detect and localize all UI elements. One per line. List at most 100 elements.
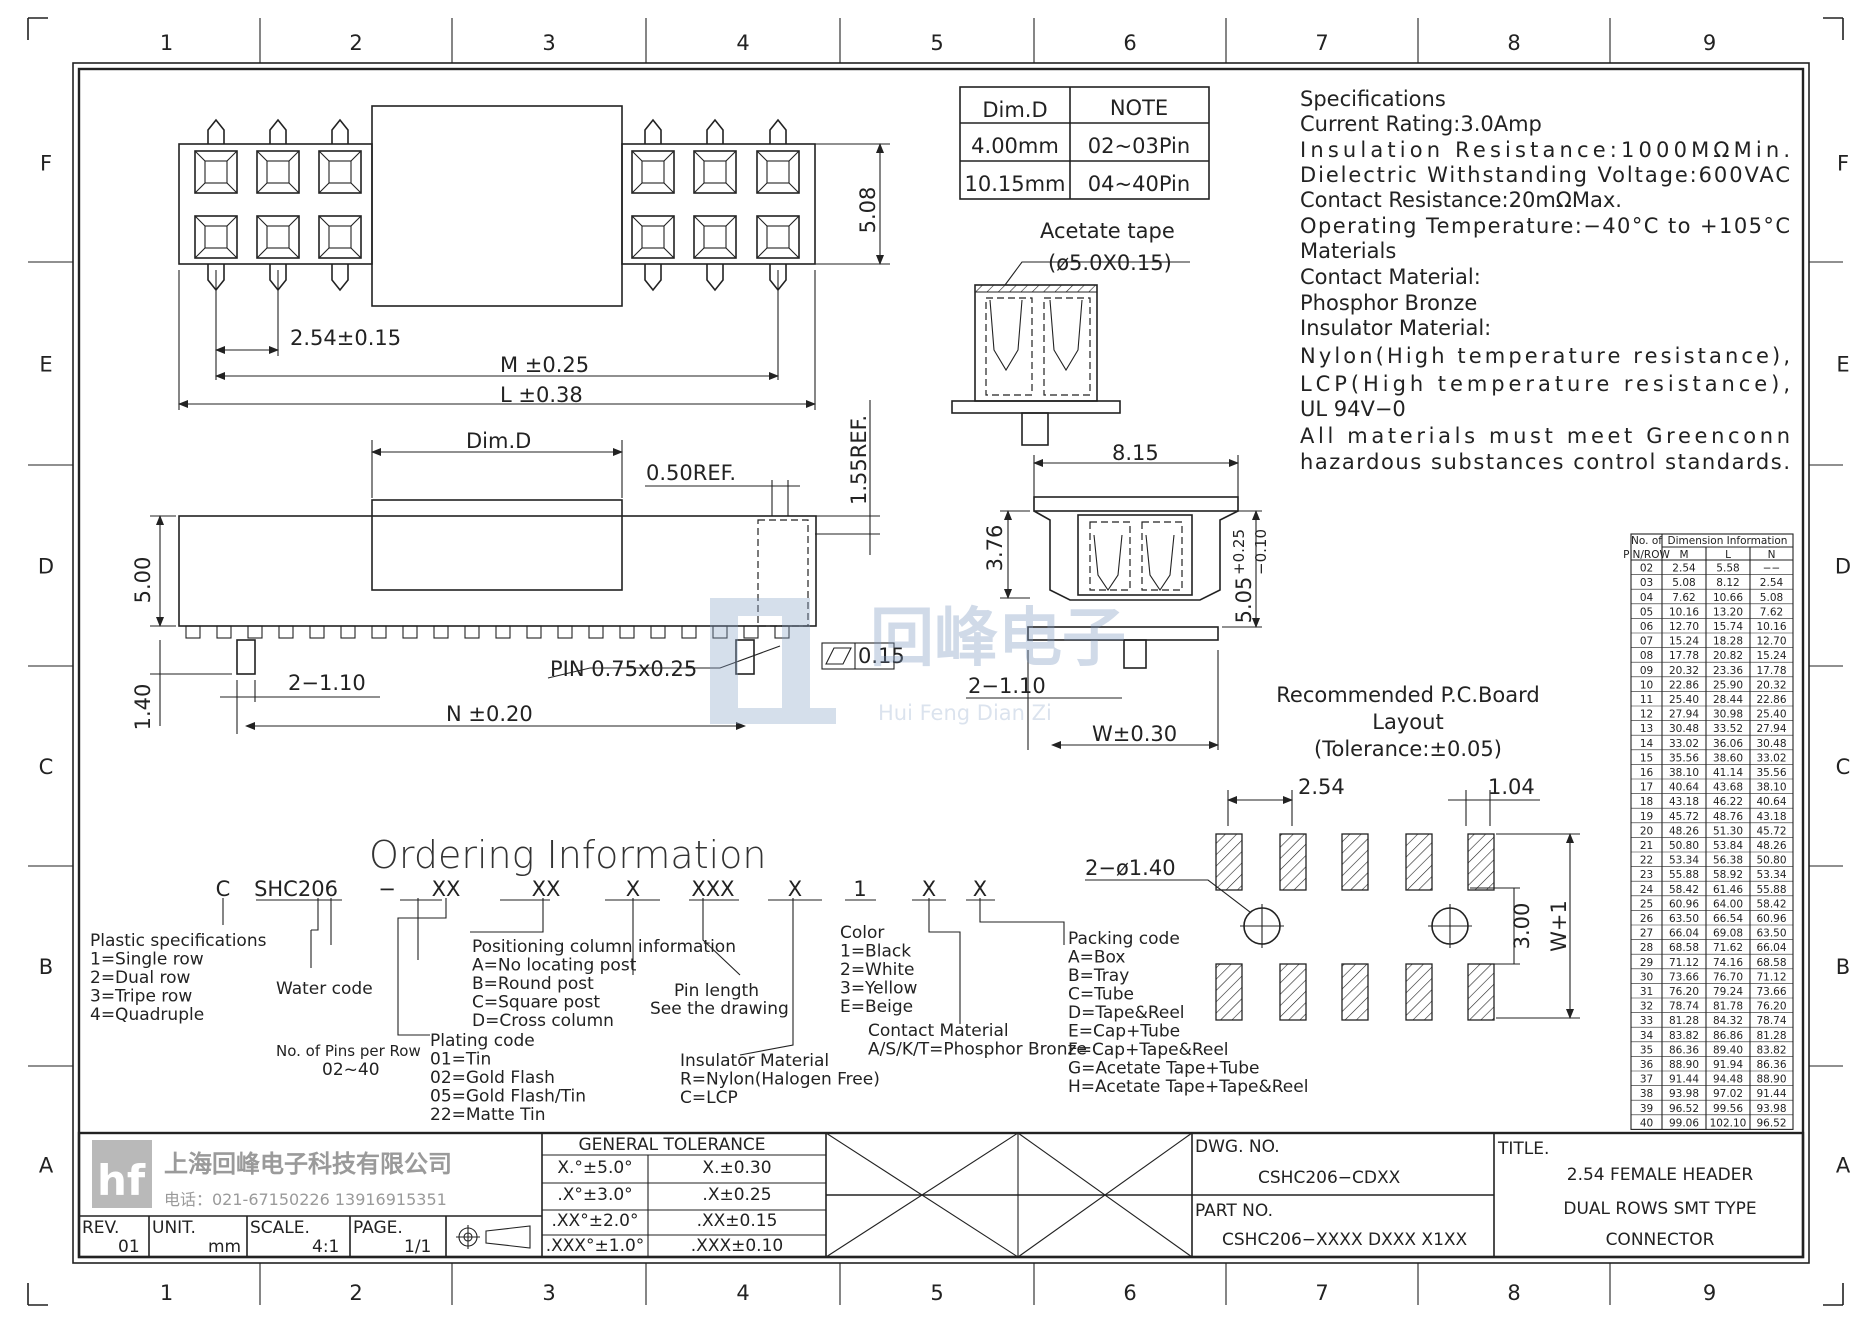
table-cell: 5.08 [1760, 592, 1783, 604]
pad-bevel [194, 215, 238, 259]
spec-line: Current Rating:3.0Amp [1300, 112, 1542, 136]
table-cell: 33.02 [1669, 738, 1699, 750]
table-cell: 17 [1640, 782, 1653, 794]
pcb-title-1: Recommended P.C.Board [1276, 683, 1539, 707]
table-cell: 88.90 [1756, 1074, 1786, 1086]
dim-5-08: 5.08 [856, 187, 880, 234]
solder-leg [371, 625, 387, 639]
solder-leg [712, 625, 728, 639]
pad-square [194, 150, 238, 194]
pad-bevel [318, 215, 362, 259]
pad-square [194, 215, 238, 259]
side-view-width: 8.15 3.76 5.05 +0.25 −0.10 2−1.10 W±0.30 [966, 441, 1270, 750]
table-cell: 83.82 [1669, 1030, 1699, 1042]
table-cell: 22.86 [1669, 679, 1699, 691]
color-line: Color [840, 923, 884, 943]
title-label: TITLE. [1497, 1139, 1549, 1159]
spec-line: Operating Temperature:−40°C to +105°C [1300, 214, 1790, 238]
table-cell: 10 [1640, 679, 1653, 691]
column-label: 8 [1507, 31, 1520, 55]
table-cell: 04 [1640, 592, 1654, 604]
table-cell: 27.94 [1669, 709, 1699, 721]
table-cell: 96.52 [1669, 1103, 1699, 1115]
watermark-en: Hui Feng Dian Zi [878, 701, 1052, 725]
table-cell: 76.20 [1756, 1001, 1786, 1013]
column-label: 7 [1315, 1281, 1328, 1305]
table-cell: 71.12 [1756, 971, 1786, 983]
code-segment: X [922, 877, 936, 901]
column-label: 2 [349, 31, 362, 55]
table-cell: 88.90 [1669, 1059, 1699, 1071]
plating-line: 22=Matte Tin [430, 1105, 546, 1125]
tape-label: Acetate tape [1040, 219, 1175, 243]
note-r1c0: 10.15mm [964, 172, 1065, 196]
spec-line: Specifications [1300, 87, 1446, 111]
table-cell: 73.66 [1669, 971, 1699, 983]
row-label: E [1836, 353, 1849, 377]
table-cell: 15.24 [1669, 636, 1699, 648]
table-cell: 33 [1640, 1015, 1653, 1027]
dim-pitch: 2.54±0.15 [290, 326, 401, 350]
title-block: hf 上海回峰电子科技有限公司 电话：021-67150226 13916915… [77, 1131, 1805, 1259]
solder-leg [216, 625, 232, 639]
spec-line: UL 94V−0 [1300, 397, 1406, 421]
top-view: 5.08 2.54±0.15 M ±0.25 L ±0.38 [178, 105, 890, 410]
pcb-title-2: Layout [1372, 710, 1443, 734]
table-cell: 7.62 [1672, 592, 1695, 604]
code-segment: X [788, 877, 802, 901]
plating-line: 01=Tin [430, 1050, 491, 1070]
tolerance-linear: .X±0.25 [702, 1185, 771, 1205]
table-cell: 51.30 [1713, 825, 1743, 837]
tolerance-angle: .XXX°±1.0° [546, 1236, 645, 1256]
row-label: E [39, 353, 52, 377]
company-phone: 电话：021-67150226 13916915351 [164, 1190, 447, 1209]
pad-bevel [756, 215, 800, 259]
pad-inner [204, 225, 228, 249]
spec-line: Dielectric Withstanding Voltage:600VAC [1300, 163, 1790, 187]
solder-leg [464, 625, 480, 639]
pad-square [256, 150, 300, 194]
tolerance-linear: X.±0.30 [702, 1158, 771, 1178]
table-cell: 23.36 [1713, 665, 1743, 677]
table-cell: 66.04 [1669, 928, 1699, 940]
table-cell: 53.84 [1713, 840, 1743, 852]
table-cell: 7.62 [1760, 606, 1783, 618]
solder-leg [619, 625, 635, 639]
tolerance-angle: .X°±3.0° [557, 1185, 632, 1205]
title-line-3: CONNECTOR [1606, 1230, 1715, 1250]
table-cell: 20.32 [1756, 679, 1786, 691]
table-cell: 25.40 [1756, 709, 1786, 721]
pin-length: Pin length [674, 981, 759, 1001]
plating-line: Plating code [430, 1031, 535, 1051]
table-cell: 10.66 [1713, 592, 1743, 604]
front-view: Dim.D 5.00 1.40 2−1.10 N ±0.20 0.50REF. … [131, 400, 905, 734]
table-cell: 28.44 [1713, 694, 1743, 706]
table-cell: 35.56 [1756, 767, 1786, 779]
table-cell: 16 [1640, 767, 1654, 779]
table-cell: 86.86 [1713, 1030, 1743, 1042]
solder-leg [433, 625, 449, 639]
dim-3-76: 3.76 [983, 525, 1007, 572]
tolerance-angle: .XX°±2.0° [552, 1211, 639, 1231]
pcb-layout: Recommended P.C.Board Layout (Tolerance:… [1085, 683, 1580, 1021]
table-cell: 45.72 [1669, 811, 1699, 823]
code-segment: XX [432, 877, 461, 901]
table-cell: 35 [1640, 1044, 1653, 1056]
table-cell: 68.58 [1756, 957, 1786, 969]
table-cell: 12.70 [1756, 636, 1786, 648]
spec-line: Nylon(High temperature resistance), [1300, 344, 1790, 368]
company-name: 上海回峰电子科技有限公司 [164, 1150, 452, 1178]
row-label: F [40, 152, 52, 176]
table-cell: 38.60 [1713, 752, 1743, 764]
table-cell: 43.18 [1756, 811, 1786, 823]
contact-line: A/S/K/T=Phosphor Bronze [868, 1040, 1087, 1060]
table-cell: 61.46 [1713, 884, 1743, 896]
pcb-pad [1405, 963, 1433, 1021]
spec-line: Insulator Material: [1300, 316, 1491, 340]
table-head: N [1768, 549, 1776, 561]
table-head: No. of [1631, 535, 1662, 547]
table-head: PIN/ROW [1623, 549, 1670, 561]
column-label: 4 [736, 31, 749, 55]
